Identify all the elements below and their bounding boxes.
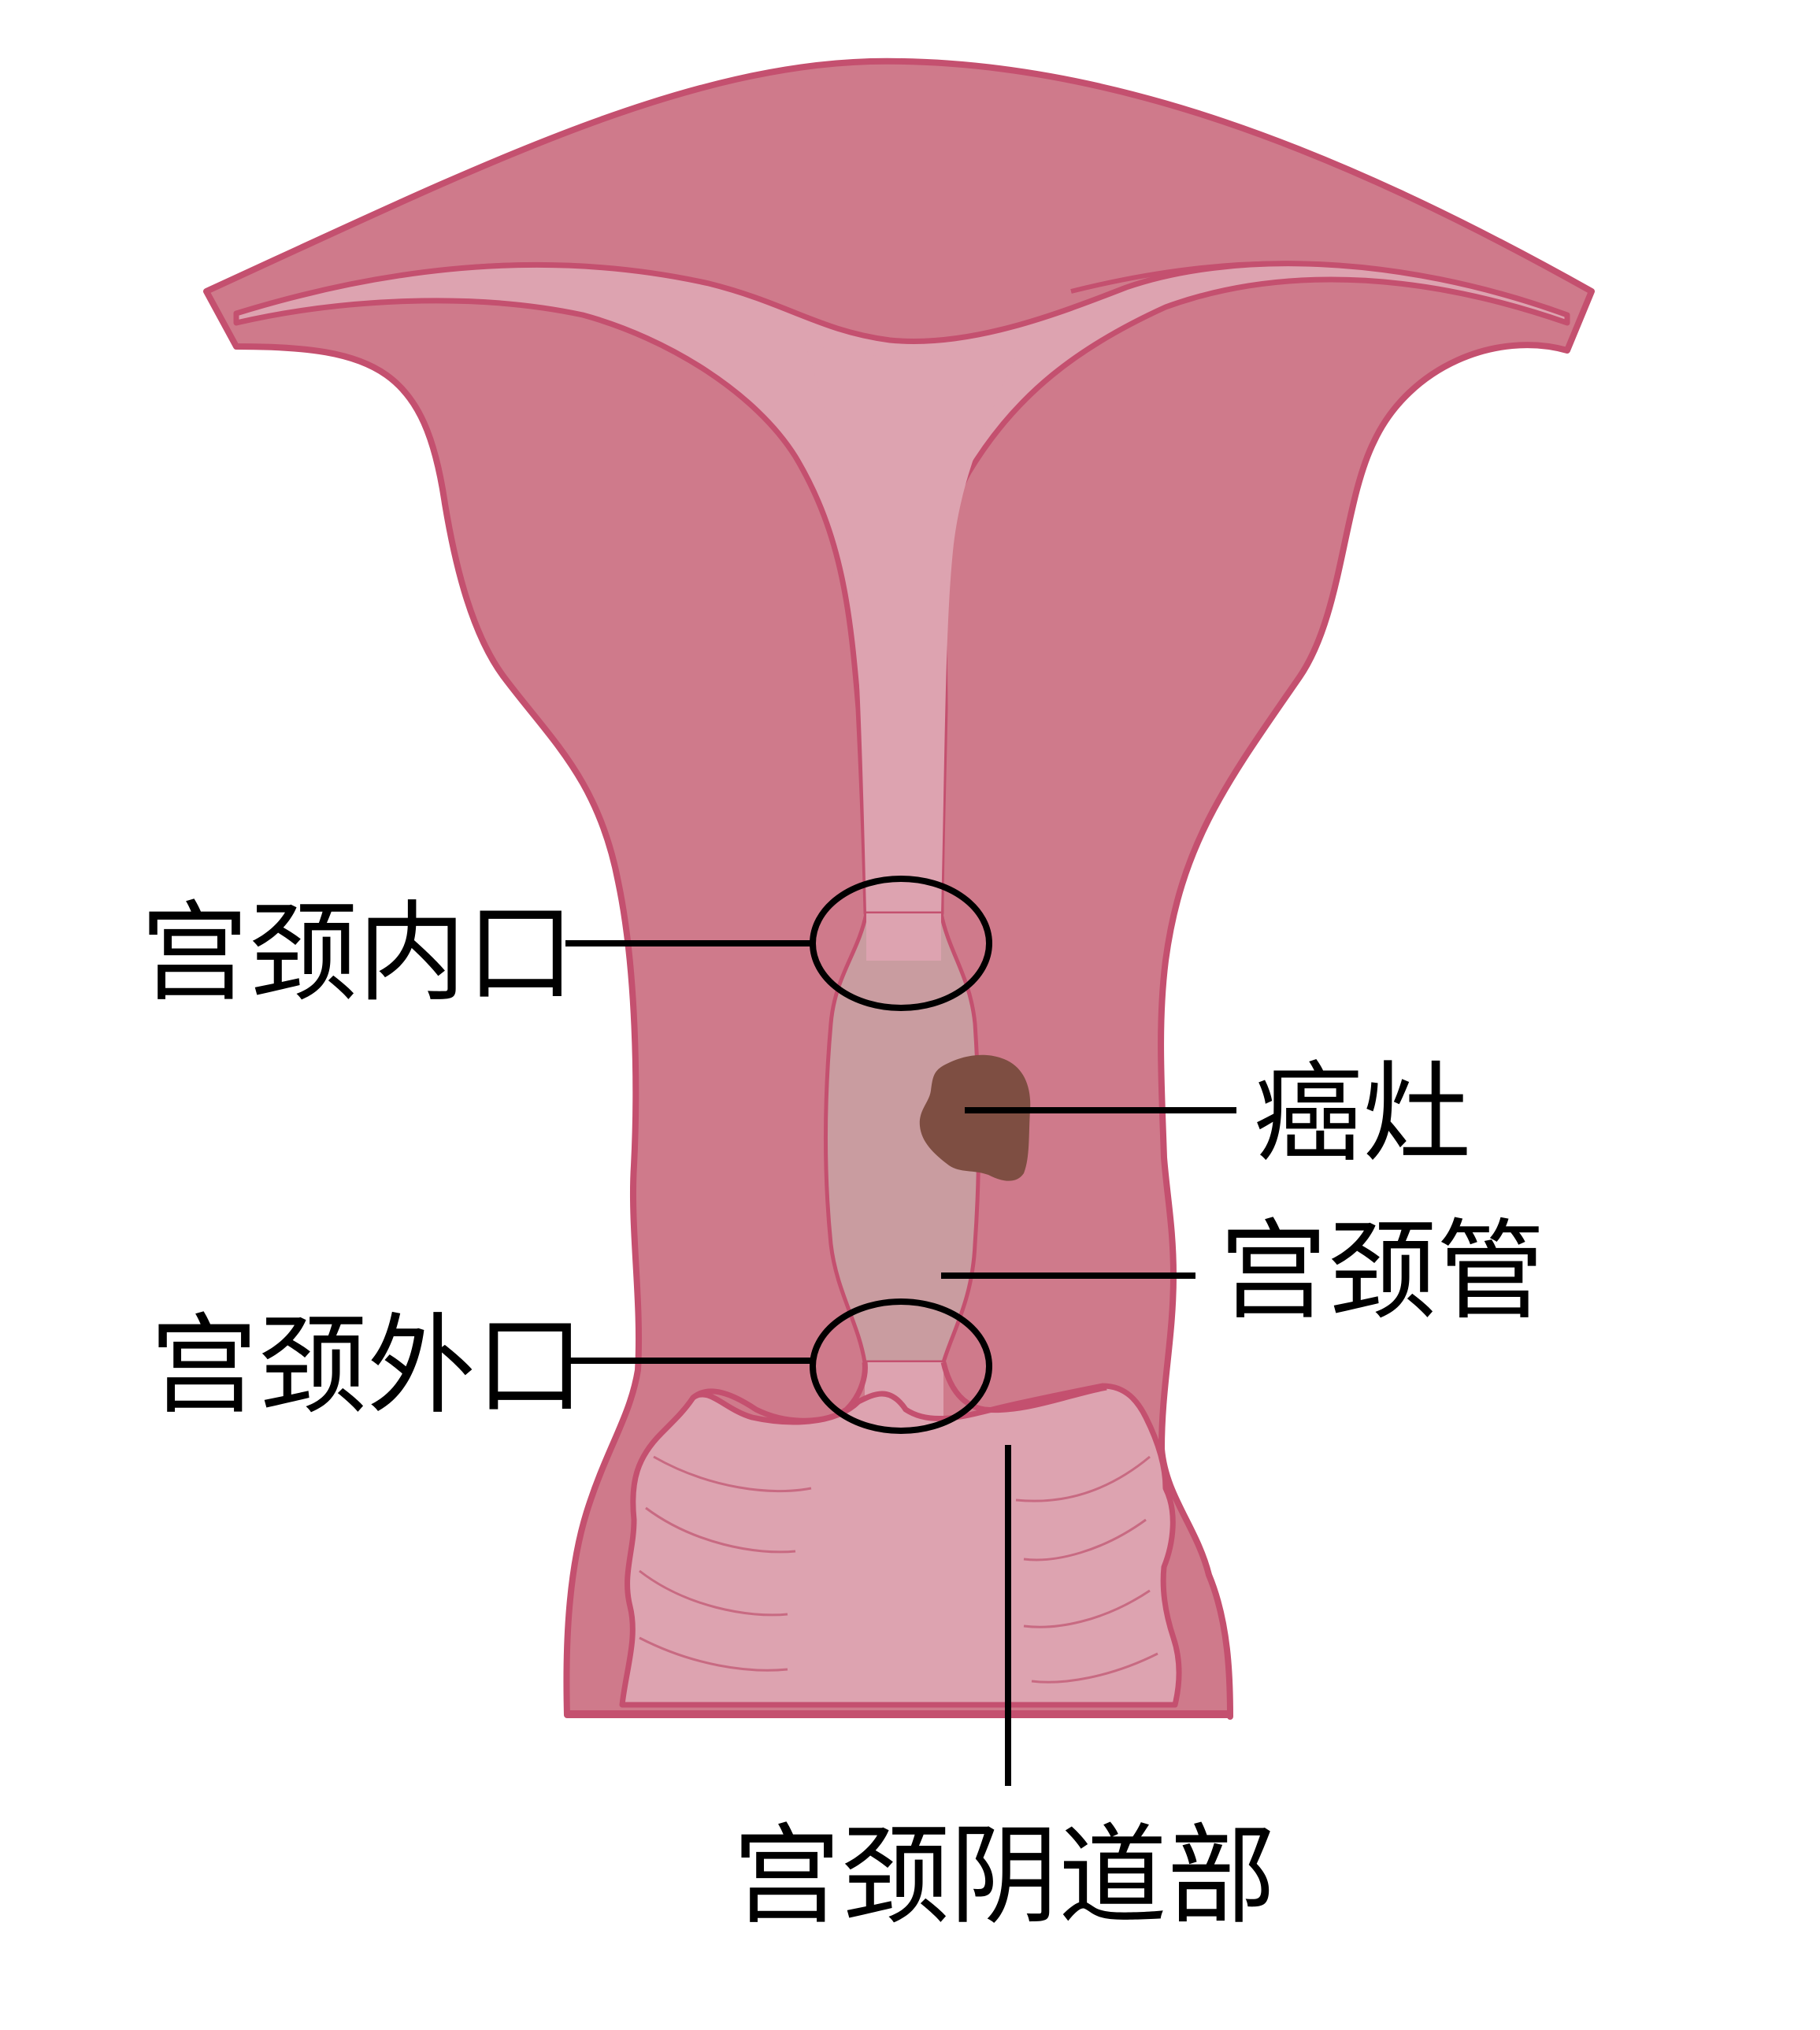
- cervix-lip-left: [691, 1361, 868, 1424]
- external-os-ring: [810, 1298, 992, 1434]
- label-cervical-canal: 宫颈管: [1219, 1208, 1545, 1335]
- vaginal-portion-lining: [619, 1383, 1182, 1708]
- cavity-fill-center: [803, 339, 1024, 913]
- lesion-shape: [919, 1054, 1031, 1181]
- canal-internal-os-band: [866, 913, 941, 961]
- label-external-os: 宫颈外口: [150, 1302, 584, 1429]
- label-internal-os: 宫颈内口: [140, 890, 575, 1017]
- cervix-lip-right: [940, 1361, 1107, 1413]
- label-vaginal-portion: 宫颈阴道部: [732, 1813, 1276, 1939]
- label-lesion: 癌灶: [1254, 1050, 1471, 1177]
- vaginal-rugae: [639, 1455, 1158, 1684]
